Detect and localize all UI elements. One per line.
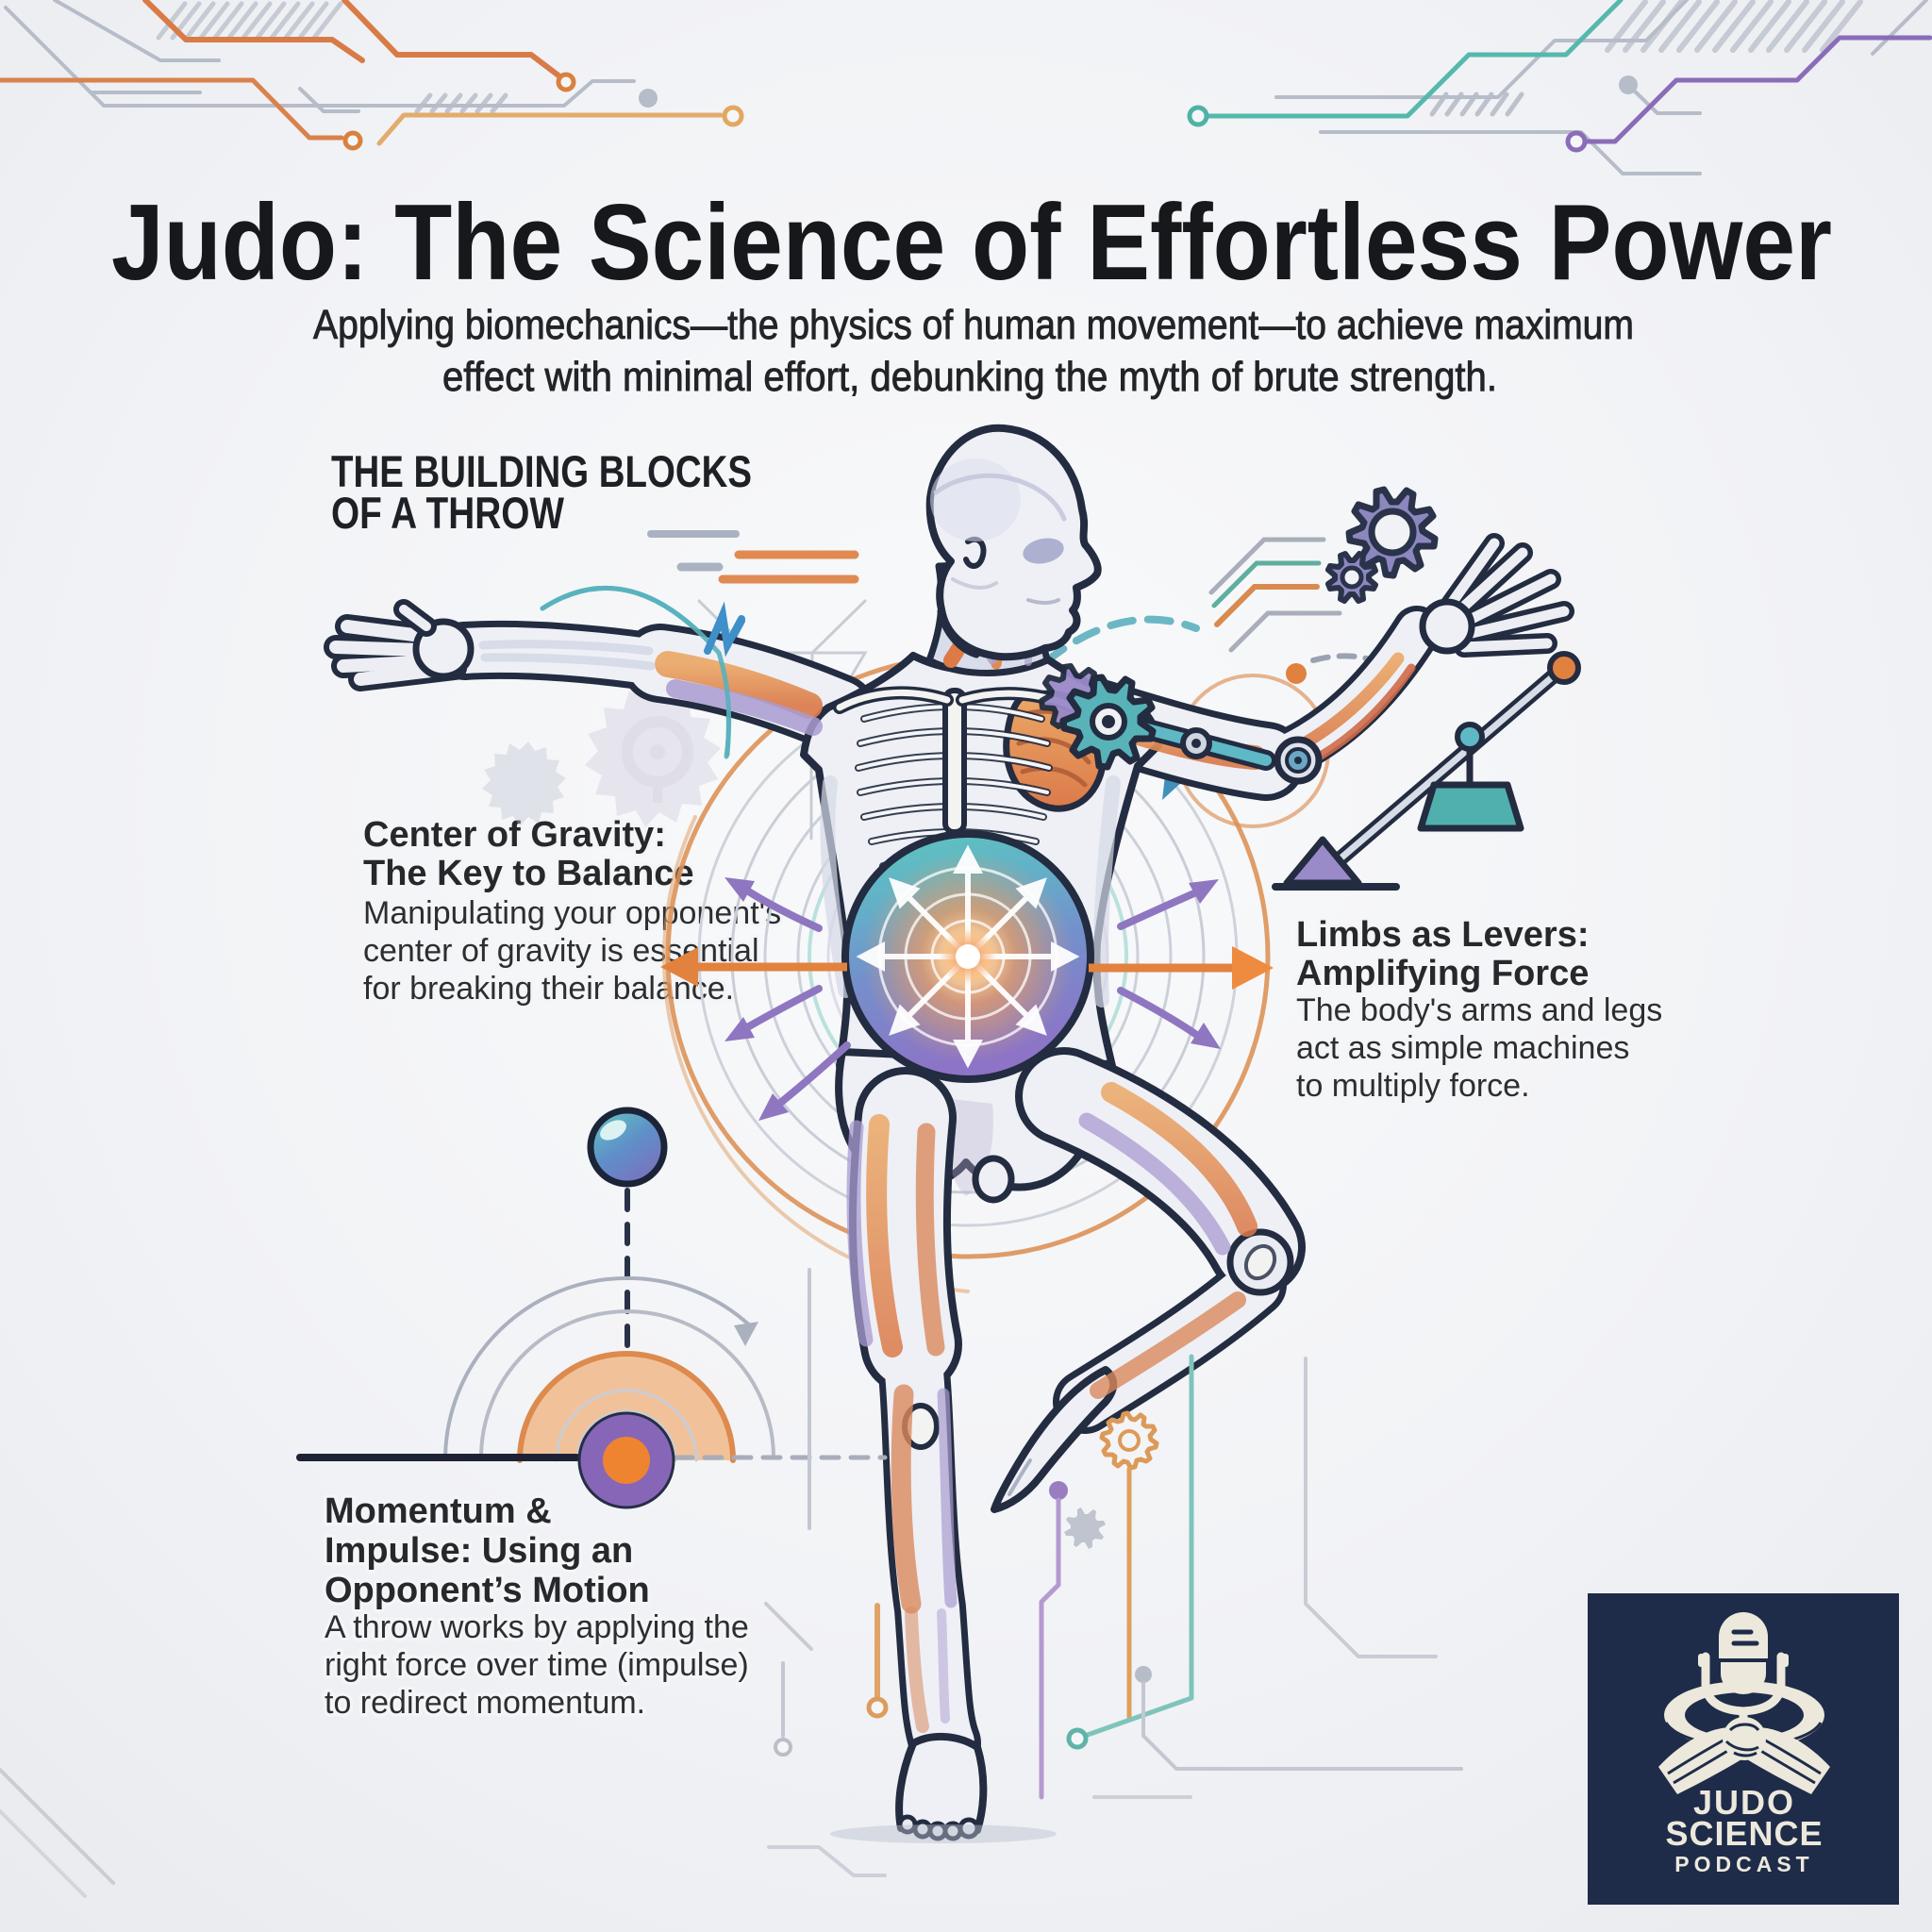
svg-text:right force over time (impulse: right force over time (impulse) [325, 1647, 749, 1683]
svg-text:effect with minimal effort, de: effect with minimal effort, debunking th… [442, 354, 1497, 400]
svg-text:Impulse: Using an: Impulse: Using an [325, 1531, 633, 1571]
svg-text:Momentum &: Momentum & [325, 1491, 552, 1531]
svg-text:Center of Gravity:: Center of Gravity: [363, 815, 666, 855]
svg-text:OF A THROW: OF A THROW [331, 488, 565, 538]
svg-text:to multiply force.: to multiply force. [1296, 1068, 1530, 1104]
svg-text:Manipulating your opponent's: Manipulating your opponent's [363, 895, 781, 931]
svg-text:Applying biomechanics—the phys: Applying biomechanics—the physics of hum… [313, 302, 1634, 348]
svg-text:A throw works by applying the: A throw works by applying the [325, 1609, 749, 1645]
svg-text:THE BUILDING BLOCKS: THE BUILDING BLOCKS [331, 446, 752, 496]
svg-text:Limbs as Levers:: Limbs as Levers: [1296, 915, 1589, 955]
svg-text:Opponent’s Motion: Opponent’s Motion [325, 1571, 650, 1610]
svg-text:PODCAST: PODCAST [1674, 1852, 1813, 1876]
svg-text:Amplifying Force: Amplifying Force [1296, 954, 1589, 993]
svg-text:to redirect momentum.: to redirect momentum. [325, 1685, 645, 1721]
svg-text:The Key to Balance: The Key to Balance [363, 854, 694, 893]
svg-text:Judo: The Science of Effortles: Judo: The Science of Effortless Power [111, 183, 1832, 303]
svg-text:act as simple machines: act as simple machines [1296, 1030, 1629, 1066]
svg-text:The body's arms and legs: The body's arms and legs [1296, 992, 1662, 1028]
svg-text:JUDO: JUDO [1693, 1783, 1795, 1822]
svg-text:SCIENCE: SCIENCE [1665, 1814, 1823, 1853]
